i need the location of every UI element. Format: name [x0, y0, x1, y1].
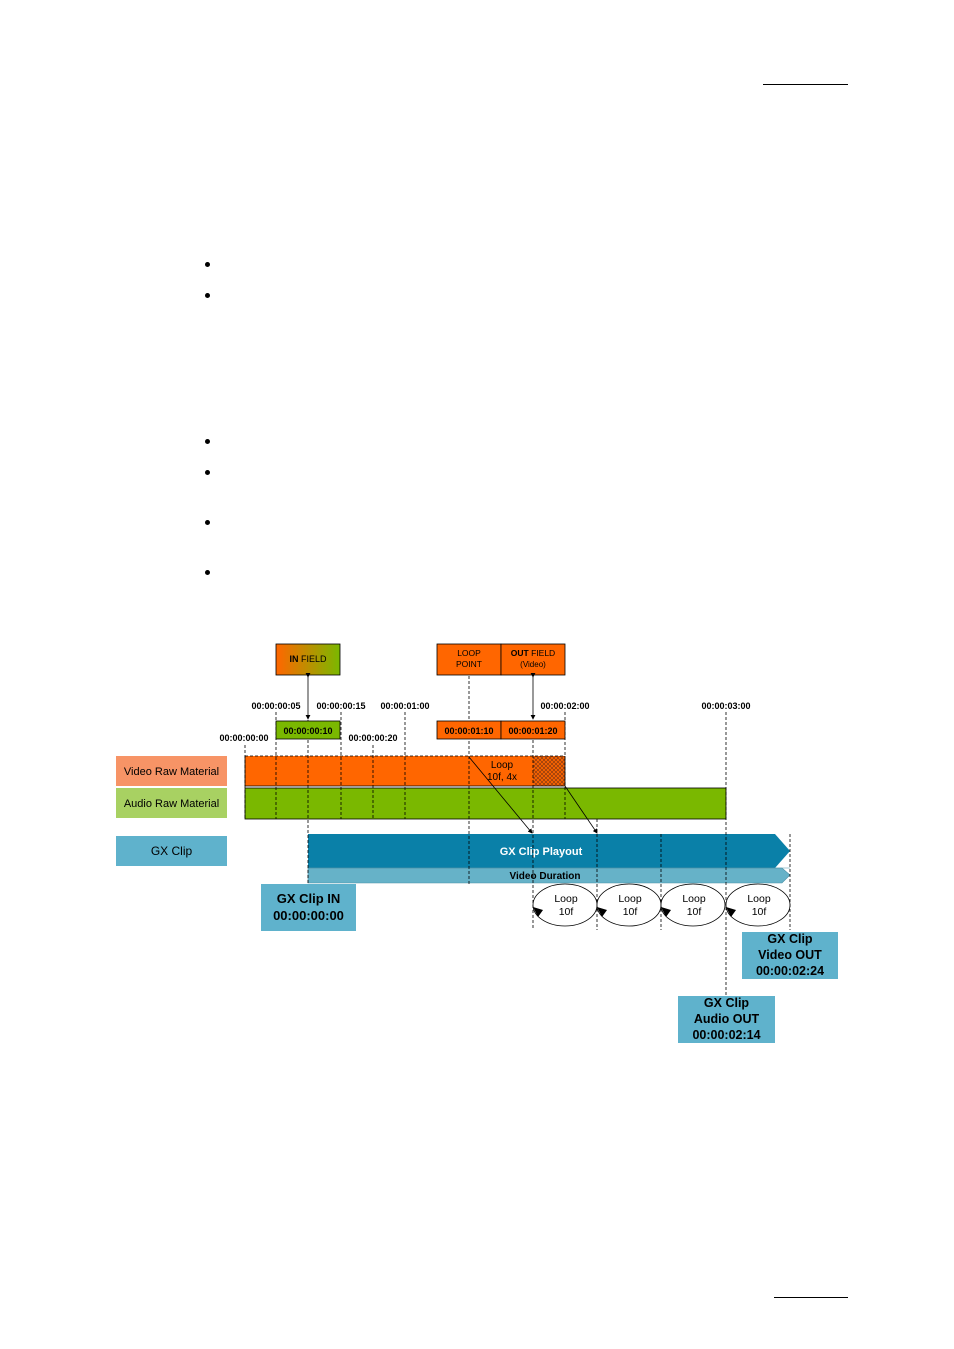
svg-text:GX Clip: GX Clip [704, 996, 750, 1010]
loop-ellipse: Loop 10f [532, 883, 598, 927]
svg-text:10f: 10f [752, 906, 767, 918]
timecode-label: 00:00:00:20 [348, 733, 397, 743]
svg-text:Video Raw Material: Video Raw Material [124, 766, 219, 778]
bullet [205, 470, 210, 475]
loop-point-box: LOOP POINT [436, 643, 502, 676]
timecode-label: 00:00:00:05 [251, 701, 300, 711]
loop-ellipse: Loop 10f [725, 883, 791, 927]
svg-text:Loop: Loop [682, 893, 706, 905]
timecode-label: 00:00:00:15 [316, 701, 365, 711]
loop-note: Loop [491, 760, 514, 771]
video-raw-bar [245, 756, 565, 786]
video-raw-label: Video Raw Material [116, 756, 227, 786]
svg-text:00:00:01:10: 00:00:01:10 [444, 726, 493, 736]
bullet [205, 439, 210, 444]
svg-text:Audio Raw Material: Audio Raw Material [124, 798, 219, 810]
timecode-label: 00:00:03:00 [701, 701, 750, 711]
in-timecode-box: 00:00:00:10 [275, 720, 341, 740]
bullet [205, 520, 210, 525]
gx-clip-label: GX Clip [116, 836, 227, 866]
gx-video-out-box: GX Clip Video OUT 00:00:02:24 [742, 932, 838, 979]
svg-text:Loop: Loop [618, 893, 642, 905]
loop-ellipse: Loop 10f [660, 883, 726, 927]
svg-text:10f: 10f [687, 906, 702, 918]
bullet [205, 262, 210, 267]
playout-label: GX Clip Playout [500, 846, 583, 858]
gx-audio-out-box: GX Clip Audio OUT 00:00:02:14 [678, 996, 775, 1043]
svg-text:Loop: Loop [554, 893, 578, 905]
loop-timecode-box: 00:00:01:10 [436, 720, 502, 740]
timecode-label: 00:00:00:00 [219, 733, 268, 743]
header-rule [763, 84, 848, 85]
out-timecode-box: 00:00:01:20 [500, 720, 566, 740]
svg-text:LOOP: LOOP [457, 648, 481, 658]
svg-text:OUT FIELD: OUT FIELD [511, 648, 555, 658]
loop-ellipse: Loop 10f [596, 883, 662, 927]
loop-note: 10f, 4x [487, 772, 517, 783]
bullet [205, 293, 210, 298]
svg-text:GX Clip: GX Clip [767, 932, 813, 946]
svg-text:Video OUT: Video OUT [758, 948, 822, 962]
audio-raw-bar [244, 787, 727, 820]
bullet [205, 570, 210, 575]
in-field-box: IN FIELD [275, 643, 341, 676]
svg-text:00:00:01:20: 00:00:01:20 [508, 726, 557, 736]
gx-clip-in-box: GX Clip IN 00:00:00:00 [261, 884, 356, 931]
footer-rule [774, 1297, 848, 1298]
gx-playout-arrow [308, 834, 790, 868]
svg-text:00:00:00:00: 00:00:00:00 [273, 908, 344, 923]
svg-text:Loop: Loop [747, 893, 771, 905]
svg-text:GX Clip IN: GX Clip IN [277, 891, 341, 906]
svg-text:POINT: POINT [456, 659, 482, 669]
svg-text:00:00:02:14: 00:00:02:14 [692, 1028, 760, 1042]
svg-text:(Video): (Video) [520, 660, 546, 669]
video-duration-label: Video Duration [510, 871, 581, 882]
timecode-label: 00:00:02:00 [540, 701, 589, 711]
svg-text:10f: 10f [623, 906, 638, 918]
svg-text:GX Clip: GX Clip [151, 844, 193, 858]
svg-text:IN FIELD: IN FIELD [289, 654, 327, 664]
svg-text:Audio OUT: Audio OUT [694, 1012, 760, 1026]
svg-text:00:00:00:10: 00:00:00:10 [283, 726, 332, 736]
audio-raw-label: Audio Raw Material [116, 788, 227, 818]
timecode-label: 00:00:01:00 [380, 701, 429, 711]
video-loop-hatch [533, 756, 565, 786]
svg-text:10f: 10f [559, 906, 574, 918]
out-field-box: OUT FIELD (Video) [500, 643, 566, 676]
svg-text:00:00:02:24: 00:00:02:24 [756, 964, 824, 978]
